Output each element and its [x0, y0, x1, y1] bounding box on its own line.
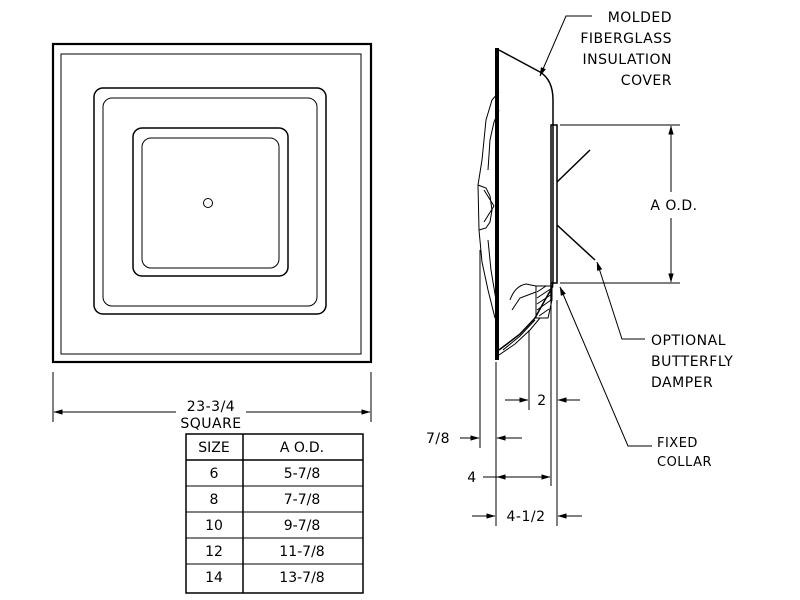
cover-callout-line-1: MOLDED: [608, 10, 672, 26]
diffuser-step-1-outer: [93, 87, 327, 315]
width-label: 23-3/4: [187, 399, 235, 415]
front-view: 23-3/4 SQUARE: [51, 42, 373, 432]
diffuser-inner-frame: [60, 53, 362, 355]
damper-callout-line-1: OPTIONAL: [651, 333, 726, 349]
cover-callout-line-2: FIBERGLASS: [580, 31, 672, 47]
size-table-cell-od: 13-7/8: [279, 570, 324, 586]
collar-callout-line-2: COLLAR: [657, 455, 712, 470]
center-screw: [203, 198, 213, 208]
size-table-cell-od: 5-7/8: [284, 466, 321, 482]
size-table-header-od: A O.D.: [280, 440, 324, 456]
od-label: A O.D.: [650, 198, 697, 214]
size-table-cell-size: 8: [210, 492, 219, 508]
size-table-cell-od: 7-7/8: [284, 492, 321, 508]
size-table-cell-size: 12: [205, 544, 223, 560]
collar-callout-line-1: FIXED: [657, 436, 698, 451]
butterfly-damper: [556, 149, 596, 261]
cover-callout-line-3: INSULATION: [582, 52, 672, 68]
diffuser-face-plate: [495, 48, 499, 360]
size-table-header-size: SIZE: [198, 440, 229, 456]
size-table-cell-od: 11-7/8: [279, 544, 324, 560]
diffuser-outer-frame: [51, 42, 373, 364]
side-view: A O.D. 2 7/8 4 4-1/2 MOLDED FIBERGLASS I…: [426, 10, 733, 526]
diffuser-cone-rings: [477, 91, 500, 319]
damper-leader-line: [596, 261, 645, 340]
size-table-cell-size: 6: [210, 466, 219, 482]
fixed-collar: [550, 124, 558, 284]
size-table-cell-size: 14: [205, 570, 223, 586]
diffuser-step-2-outer: [132, 127, 289, 277]
damper-callout-line-2: BUTTERFLY: [651, 354, 733, 370]
cover-leader-line: [539, 15, 592, 77]
size-table-cell-od: 9-7/8: [284, 518, 321, 534]
cover-callout-line-4: COVER: [621, 73, 672, 89]
size-table-border: [185, 433, 364, 594]
diffuser-step-1-inner: [102, 97, 318, 307]
collar-section-hatch: [535, 285, 553, 319]
size-table-cell-size: 10: [205, 518, 223, 534]
size-table: SIZE A O.D. 6 5-7/8 8 7-7/8 10 9-7/8 12 …: [185, 433, 364, 594]
dim-4-1-2-label: 4-1/2: [507, 509, 546, 525]
dim-4-label: 4: [467, 470, 476, 486]
collar-leader-line: [559, 286, 652, 447]
dim-2-label: 2: [537, 393, 546, 409]
diffuser-lower-fold: [498, 283, 541, 356]
insulation-cover: [498, 49, 554, 351]
width-label-square: SQUARE: [180, 416, 241, 432]
dim-7-8-label: 7/8: [426, 431, 450, 447]
damper-callout-line-3: DAMPER: [651, 375, 713, 391]
diffuser-step-2-inner: [141, 137, 280, 269]
